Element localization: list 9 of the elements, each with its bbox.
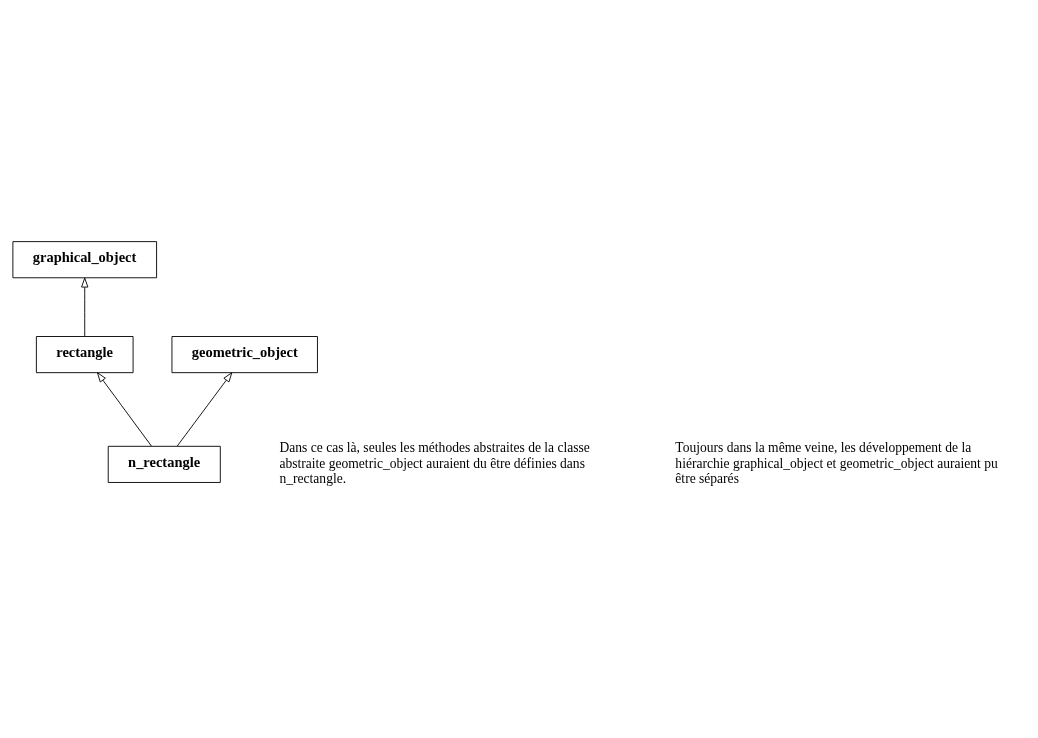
label: Toujours dans la même veine, les développement de la hiérarchie graphical_object et geometric_object auraient pu être séparés <box>675 439 998 486</box>
node-box: n_rectangle <box>107 445 221 483</box>
node-box: rectangle <box>35 335 134 373</box>
label: Dans ce cas là, seules les méthodes abstraites de la classe abstraite geometric_object auraient du être définies dans n_rectangle. <box>279 439 590 486</box>
arrow <box>176 371 233 447</box>
node-box: graphical_object <box>12 240 158 278</box>
node-box: geometric_object <box>171 335 318 373</box>
arrow <box>97 371 152 447</box>
arrow <box>81 277 89 337</box>
